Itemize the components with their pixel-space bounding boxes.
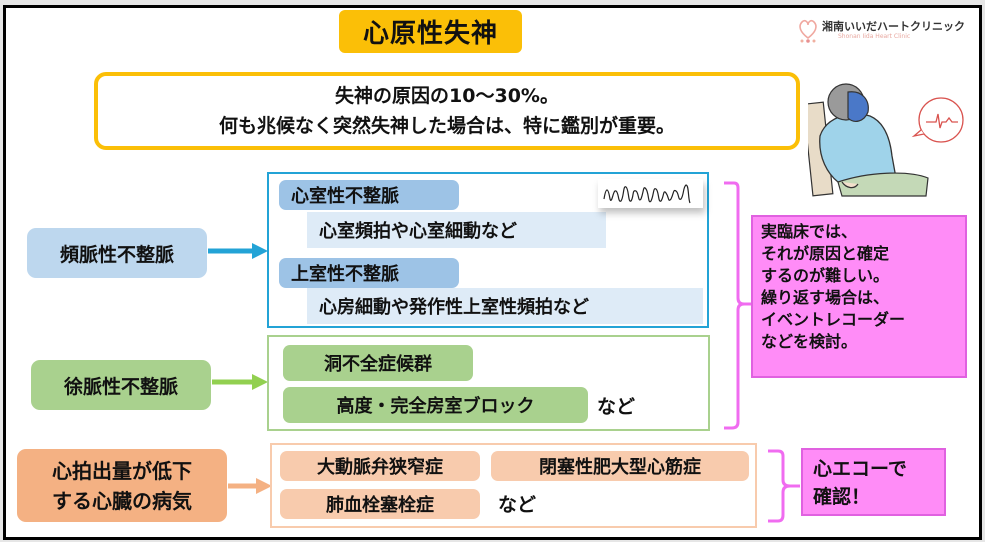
clinic-name-jp: 湘南いいだハートクリニック	[822, 20, 965, 33]
cardiac-disease-detail-box: 大動脈弁狭窄症 閉塞性肥大型心筋症 肺血栓塞栓症 など	[270, 443, 757, 528]
arrow-right-icon	[208, 243, 268, 259]
hocm-tag: 閉塞性肥大型心筋症	[491, 451, 749, 481]
category-label-line-2: する心臓の病気	[52, 488, 192, 513]
clinic-logo: 湘南いいだハートクリニック Shonan Iida Heart Clinic	[796, 16, 976, 46]
pulmonary-embolism-tag: 肺血栓塞栓症	[280, 489, 480, 519]
ecg-speech-bubble-icon	[918, 97, 964, 143]
summary-line-1: 失神の原因の10〜30%。	[335, 85, 559, 107]
category-bradyarrhythmia: 徐脈性不整脈	[31, 360, 211, 410]
note-line: 実臨床では、	[761, 222, 858, 241]
echocardiography-note: 心エコーで 確認！	[801, 448, 946, 516]
arrhythmia-clinical-note: 実臨床では、 それが原因と確定 するのが難しい。 繰り返す場合は、 イベントレコ…	[751, 215, 967, 378]
right-brace-cardiac	[768, 449, 800, 523]
right-brace-arrhythmia	[724, 181, 752, 430]
page-title: 心原性失神	[339, 10, 522, 53]
summary-line-2: 何も兆候なく突然失神した場合は、特に鑑別が重要。	[218, 115, 675, 137]
arrow-right-icon	[228, 478, 272, 494]
aortic-stenosis-tag: 大動脈弁狭窄症	[280, 451, 480, 481]
note-line: などを検討。	[761, 332, 858, 351]
ventricular-arrhythmia-examples: 心室頻拍や心室細動など	[307, 212, 606, 248]
note-line: するのが難しい。	[761, 266, 890, 285]
arrow-right-icon	[212, 374, 268, 390]
sick-sinus-syndrome-tag: 洞不全症候群	[283, 345, 473, 381]
ventricular-arrhythmia-tag: 心室性不整脈	[279, 180, 459, 210]
ventricular-fibrillation-ecg-icon	[598, 179, 703, 208]
clinic-name-en: Shonan Iida Heart Clinic	[838, 33, 911, 40]
av-block-tag: 高度・完全房室ブロック	[283, 387, 588, 423]
category-tachyarrhythmia: 頻脈性不整脈	[27, 228, 207, 278]
bradyarrhythmia-detail-box: 洞不全症候群 高度・完全房室ブロック など	[267, 335, 710, 431]
note-line: それが原因と確定	[761, 244, 890, 263]
summary-box: 失神の原因の10〜30%。 何も兆候なく突然失神した場合は、特に鑑別が重要。	[94, 72, 800, 150]
note-line: イベントレコーダー	[761, 310, 906, 329]
fainting-person-illustration	[808, 83, 964, 197]
note-line: 確認！	[813, 486, 871, 508]
note-line: 心エコーで	[813, 458, 907, 480]
supraventricular-arrhythmia-examples: 心房細動や発作性上室性頻拍など	[307, 288, 703, 324]
note-line: 繰り返す場合は、	[761, 288, 890, 307]
category-label-line-1: 心拍出量が低下	[52, 458, 192, 483]
brady-etc-text: など	[597, 396, 636, 418]
cardiac-etc-text: など	[498, 494, 537, 516]
category-low-cardiac-output-disease: 心拍出量が低下 する心臓の病気	[17, 449, 227, 522]
supraventricular-arrhythmia-tag: 上室性不整脈	[279, 258, 459, 288]
flamingo-heart-logo-icon	[799, 19, 817, 43]
